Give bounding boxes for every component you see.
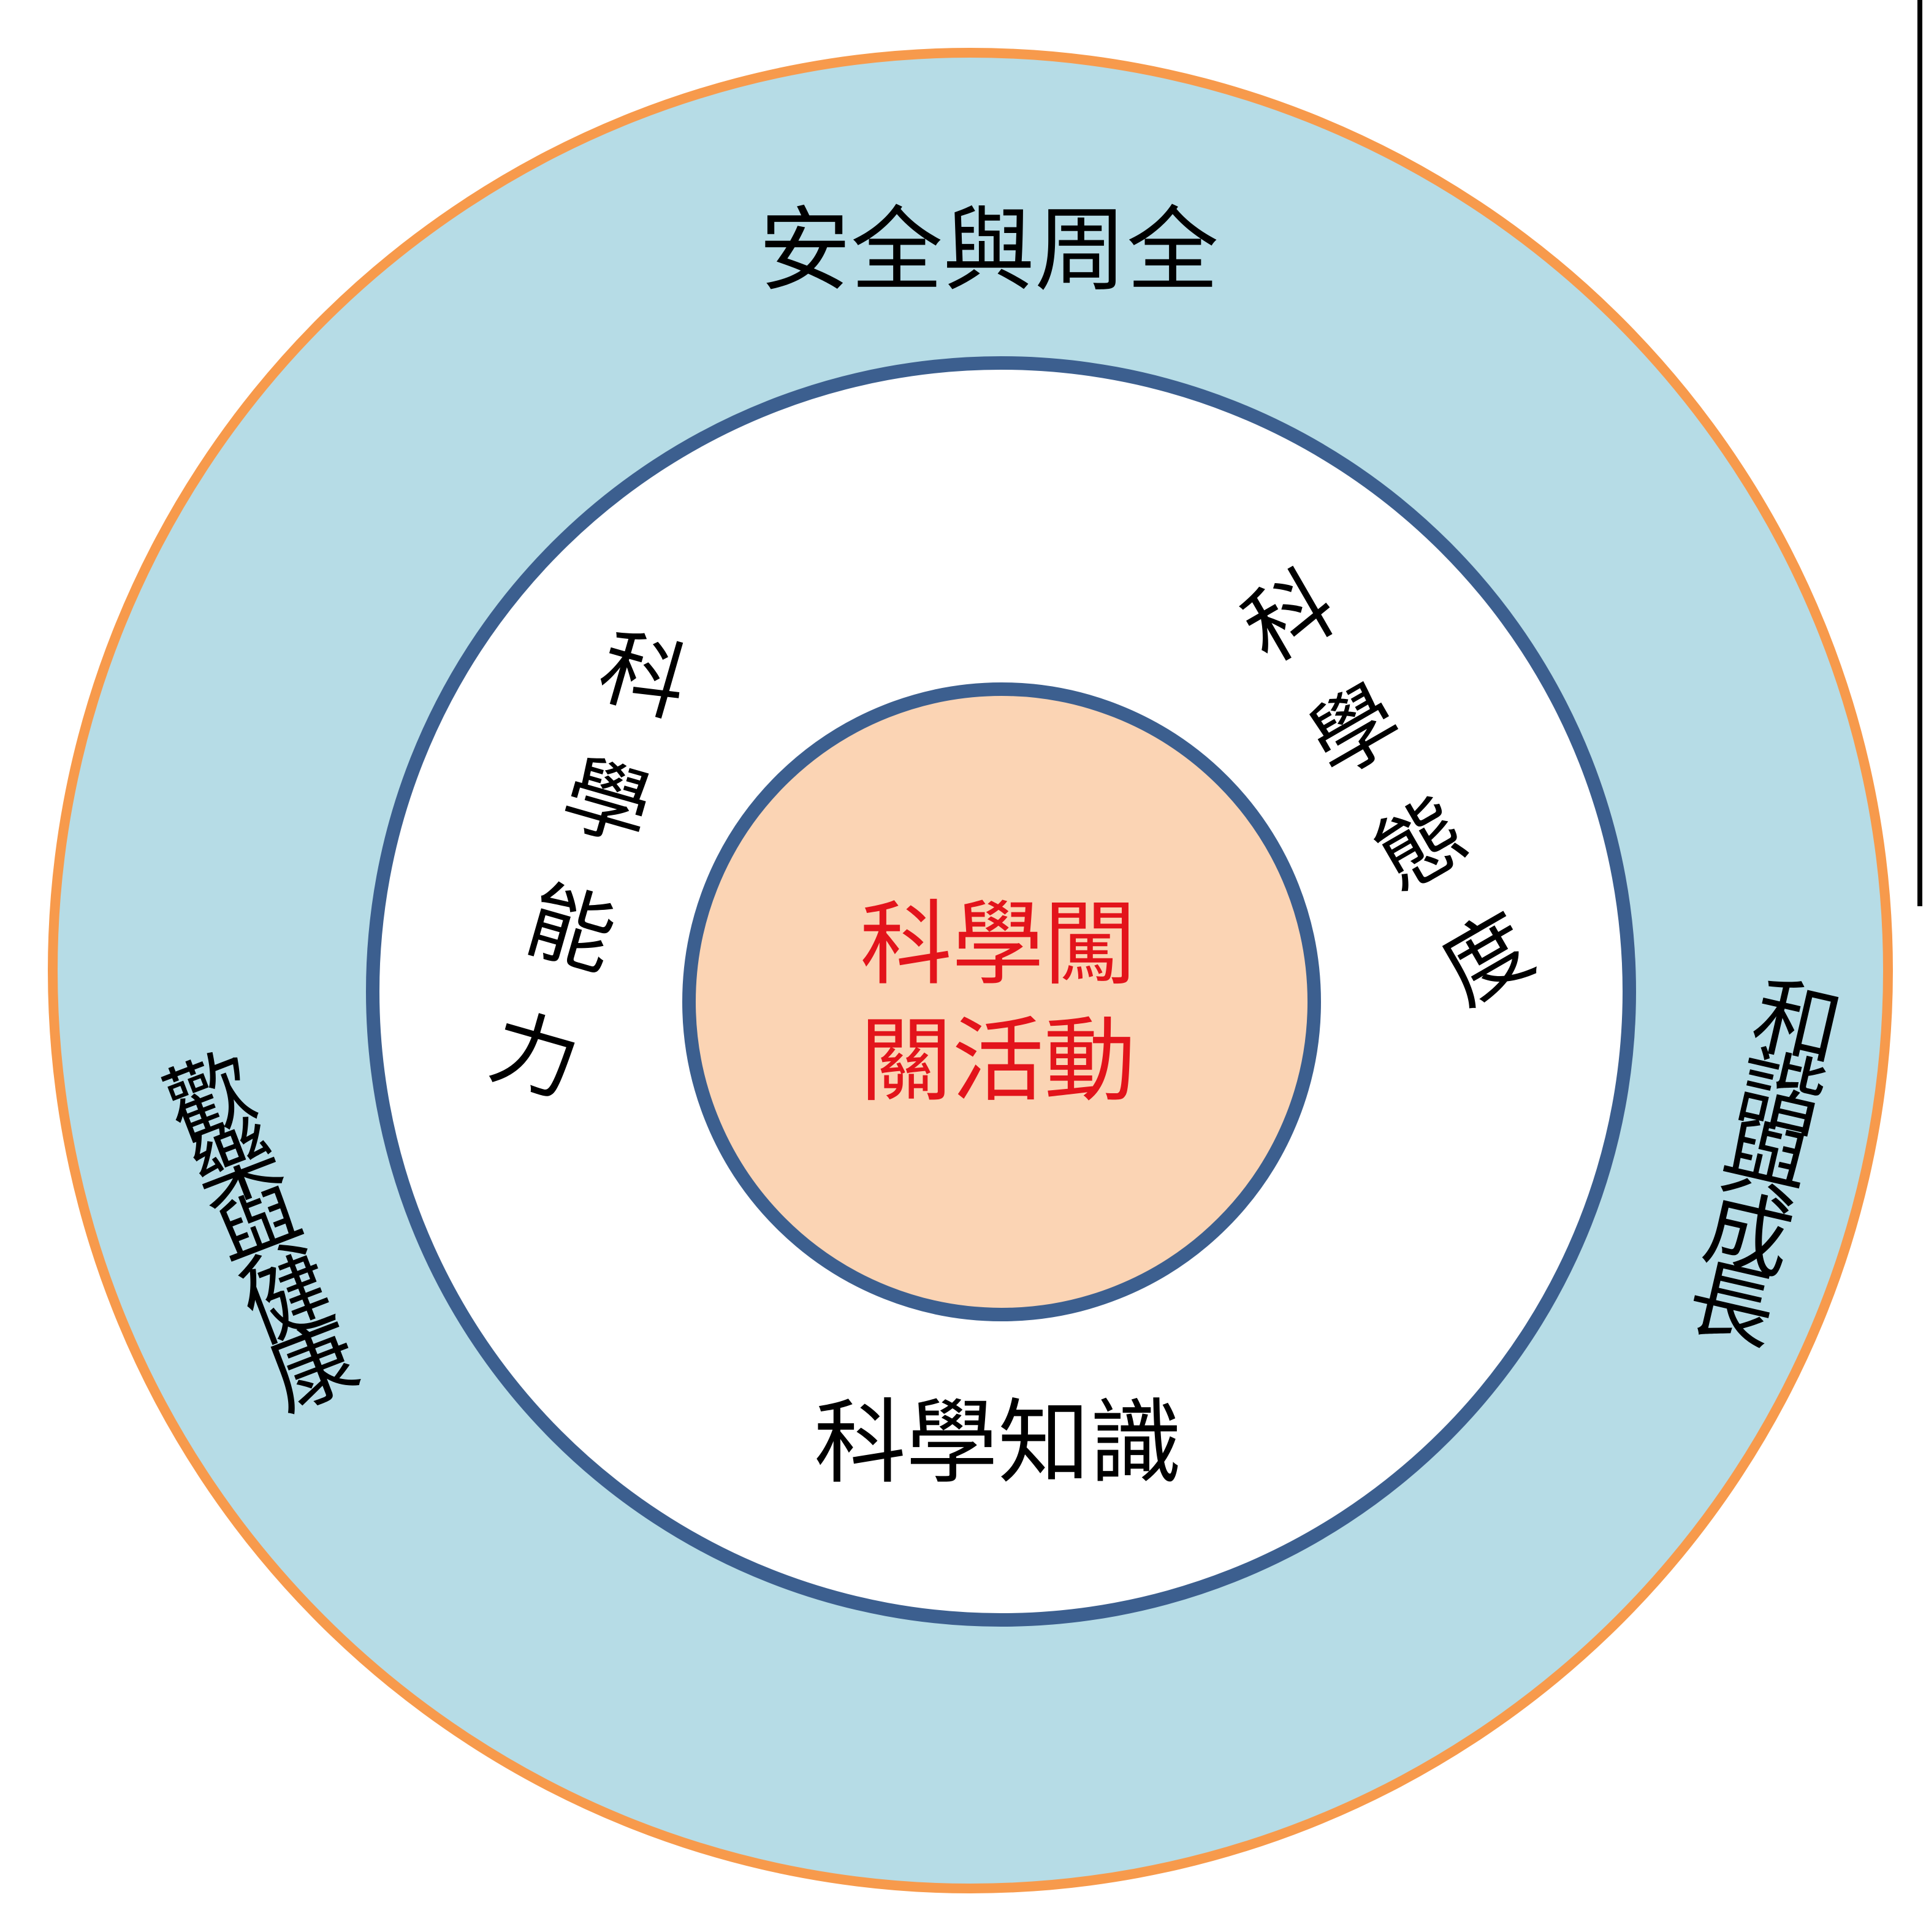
core-label-line2: 關活動 <box>860 1008 1136 1115</box>
outer-top-label: 安全與周全 <box>759 197 1219 304</box>
middle-bottom-label: 科學知識 <box>814 1390 1182 1497</box>
core-circle <box>682 682 1321 1321</box>
core-label-line1: 科學闖 <box>860 892 1136 998</box>
page-edge-line <box>1917 0 1922 906</box>
